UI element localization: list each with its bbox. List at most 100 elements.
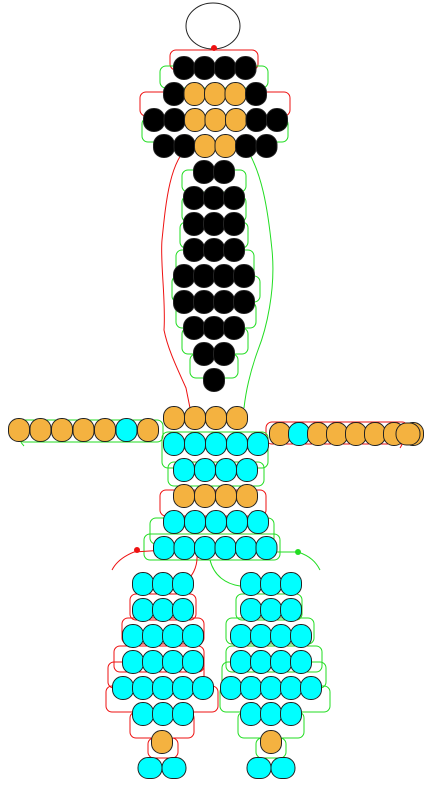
- right-leg-bead: [260, 598, 282, 622]
- left-leg-bead: [122, 624, 144, 648]
- hair-bead: [234, 56, 257, 80]
- ponytail-bead: [233, 264, 255, 288]
- right-leg-bead: [240, 572, 262, 596]
- torso-bead: [163, 432, 185, 456]
- thread-loop-green: [225, 645, 323, 673]
- arm-bead: [29, 418, 52, 442]
- hair-bead: [163, 82, 185, 106]
- arm-bead: [8, 418, 30, 442]
- left-leg-bead: [182, 650, 204, 674]
- hair-bead: [173, 56, 195, 80]
- ponytail-bead: [193, 160, 215, 184]
- torso-bead: [226, 432, 248, 456]
- right-leg-bead: [240, 702, 262, 726]
- hair-bead: [143, 108, 165, 132]
- torso-bead: [194, 484, 216, 508]
- right-leg-bead: [230, 650, 252, 674]
- arm-bead: [51, 418, 73, 442]
- left-leg-bead: [152, 598, 174, 622]
- right-leg-bead: [240, 676, 262, 700]
- hair-bead: [173, 134, 196, 158]
- torso-bead: [247, 510, 269, 534]
- left-leg-bead: [172, 598, 194, 622]
- hair-bead: [214, 134, 237, 158]
- right-leg-bead: [280, 572, 302, 596]
- torso-bead: [214, 536, 237, 560]
- right-leg-bead: [250, 624, 272, 648]
- arm-bead: [115, 418, 138, 442]
- left-leg-bead: [162, 624, 184, 648]
- arm-bead: [94, 418, 116, 442]
- ponytail-bead: [193, 290, 215, 314]
- arm-bead: [72, 418, 95, 442]
- right-foot-bead: [260, 730, 282, 754]
- torso-bead: [226, 510, 248, 534]
- left-leg-bead: [112, 676, 134, 700]
- torso-bead: [163, 510, 185, 534]
- torso-bead: [205, 510, 227, 534]
- left-leg-bead: [122, 650, 144, 674]
- right-leg-bead: [250, 650, 272, 674]
- torso-bead: [205, 432, 227, 456]
- ponytail-thread-red: [161, 144, 191, 409]
- torso-bead: [236, 458, 258, 482]
- left-leg-bead: [132, 572, 154, 596]
- ponytail-bead: [183, 238, 205, 262]
- left-leg-bead: [142, 624, 164, 648]
- right-leg-bead: [270, 624, 292, 648]
- left-leg-bead: [132, 598, 154, 622]
- right-foot-bead: [270, 757, 296, 779]
- hair-bead: [163, 108, 186, 132]
- hair-bead: [235, 134, 257, 158]
- hair-bead: [204, 82, 226, 106]
- torso-bead: [184, 510, 206, 534]
- torso-bead: [236, 484, 258, 508]
- hair-bead: [184, 108, 206, 132]
- hair-bead: [255, 134, 278, 158]
- torso-bead: [173, 458, 195, 482]
- left-leg-bead: [162, 650, 184, 674]
- ponytail-bead: [203, 316, 225, 340]
- torso-bead: [215, 484, 237, 508]
- ponytail-bead: [233, 290, 255, 314]
- hair-bead: [245, 108, 268, 132]
- arm-bead: [137, 418, 159, 442]
- left-leg-bead: [172, 676, 194, 700]
- right-leg-bead: [220, 676, 242, 700]
- arm-bead: [288, 422, 310, 446]
- torso-bead: [255, 536, 278, 560]
- left-foot-bead: [151, 730, 173, 754]
- thread-start-dot-red: [134, 547, 140, 553]
- left-leg-bead: [192, 676, 214, 700]
- thread-loop-green: [143, 533, 281, 561]
- ponytail-bead: [213, 160, 235, 184]
- ponytail-bead: [223, 186, 245, 210]
- ponytail-bead: [223, 238, 245, 262]
- ponytail-bead: [223, 212, 245, 236]
- ponytail-bead: [223, 316, 245, 340]
- left-leg-bead: [152, 572, 174, 596]
- ponytail-bead: [213, 342, 235, 366]
- right-leg-bead: [290, 650, 312, 674]
- left-leg-bead: [152, 676, 174, 700]
- hair-bead: [214, 56, 236, 80]
- left-foot-bead: [137, 757, 163, 779]
- right-leg-bead: [300, 676, 322, 700]
- thread-start-dot-green: [295, 549, 301, 555]
- left-leg-bead: [152, 702, 174, 726]
- shoulder-bead: [184, 406, 206, 430]
- shoulder-bead: [163, 406, 185, 430]
- ponytail-bead: [173, 264, 195, 288]
- torso-bead: [184, 432, 206, 456]
- ponytail-bead: [213, 264, 235, 288]
- right-leg-bead: [280, 676, 302, 700]
- right-leg-bead: [290, 624, 312, 648]
- ponytail-bead: [193, 342, 215, 366]
- right-leg-bead: [270, 650, 292, 674]
- ponytail-thread-green: [243, 144, 274, 409]
- left-leg-bead: [172, 572, 194, 596]
- torso-bead: [173, 536, 196, 560]
- arm-bead: [345, 422, 367, 446]
- torso-bead: [247, 432, 269, 456]
